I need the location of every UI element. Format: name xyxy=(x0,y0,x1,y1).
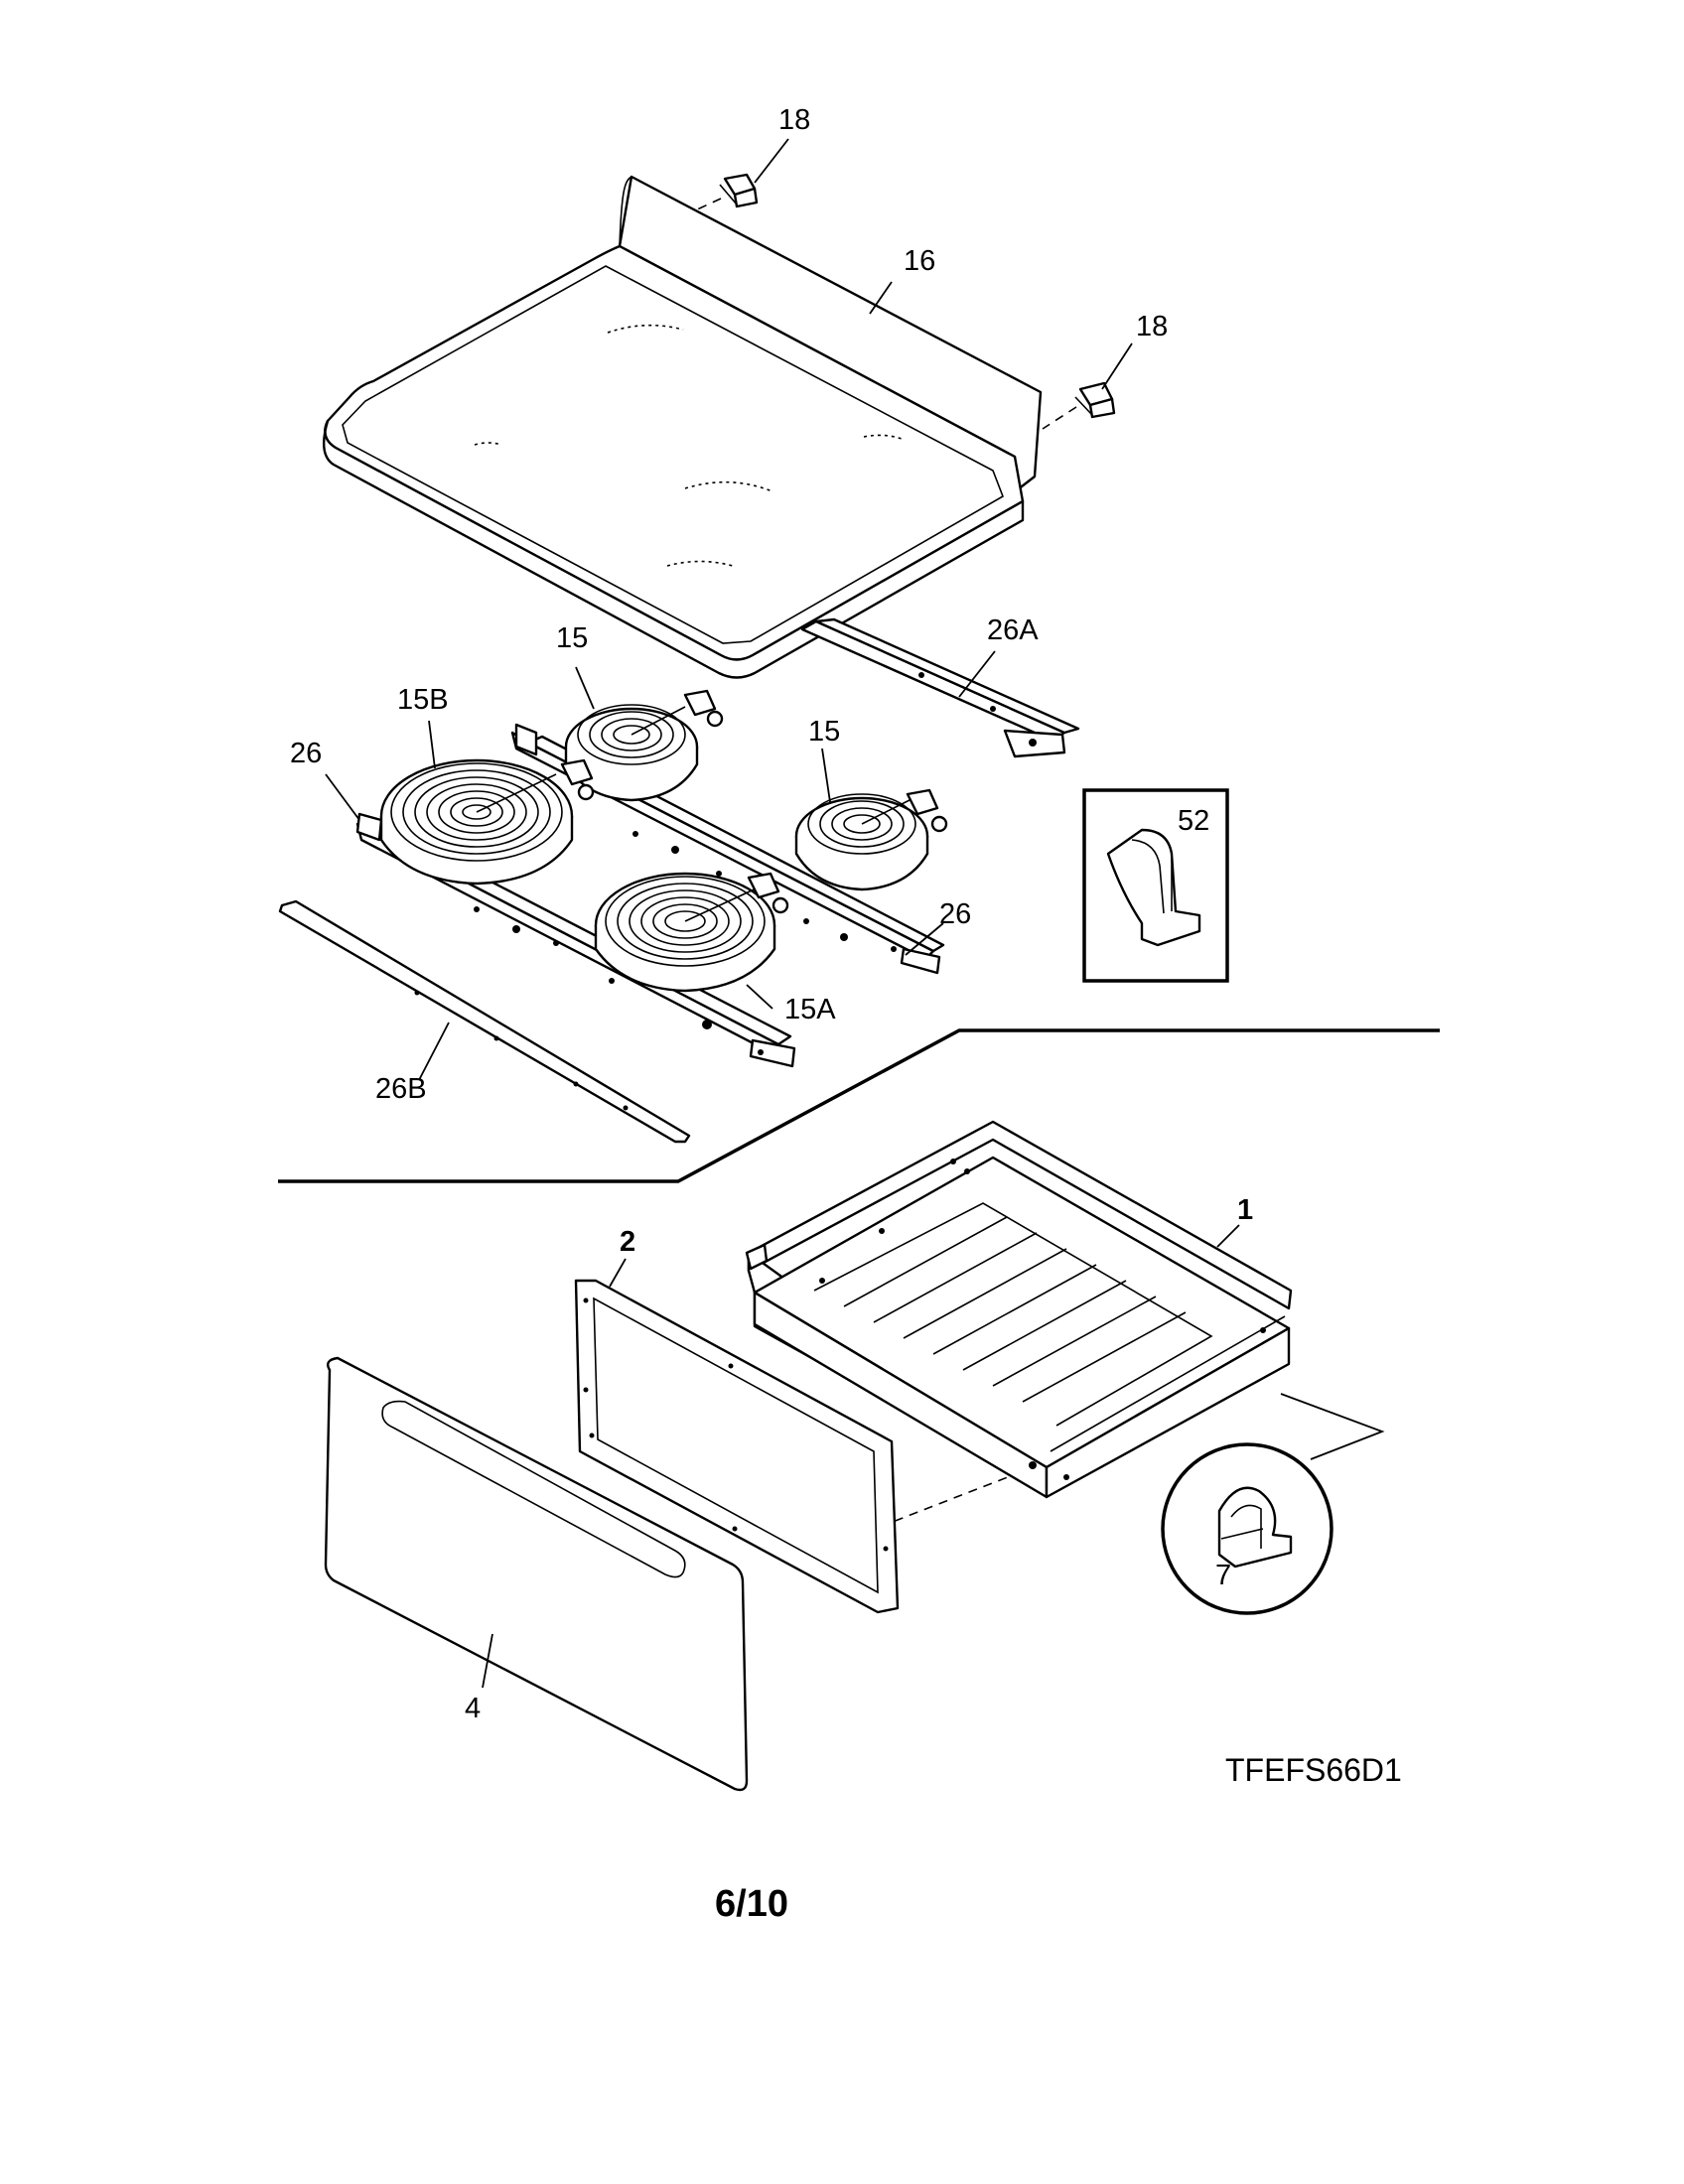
storage-drawer-box xyxy=(745,1120,1293,1499)
inset-box-clip xyxy=(1082,788,1229,983)
callout-18-top: 18 xyxy=(778,104,810,136)
small-element-right xyxy=(794,788,948,891)
small-element-rear-left xyxy=(564,689,724,802)
cooktop-glass-top xyxy=(322,175,1043,679)
leader-lines xyxy=(325,138,1240,1689)
hinge-bracket-right xyxy=(1042,381,1116,430)
callout-26B: 26B xyxy=(375,1073,427,1105)
drawer-inner-panel xyxy=(574,1279,900,1614)
callout-26-left: 26 xyxy=(290,738,322,769)
callout-15A: 15A xyxy=(784,994,836,1025)
hinge-bracket-top xyxy=(694,173,759,211)
large-element-front xyxy=(594,872,789,993)
model-code: TFEFS66D1 xyxy=(1225,1752,1402,1788)
rear-support-channel xyxy=(800,617,1080,758)
callout-2: 2 xyxy=(620,1226,635,1258)
callout-15-right: 15 xyxy=(808,716,840,748)
front-trim-strip xyxy=(278,899,691,1144)
large-element-left xyxy=(379,758,595,886)
callout-15B: 15B xyxy=(397,684,449,716)
callout-16: 16 xyxy=(904,245,935,277)
callout-7: 7 xyxy=(1215,1560,1231,1591)
drawer-front-panel xyxy=(324,1356,749,1792)
section-divider xyxy=(278,1028,1440,1183)
callout-26-right: 26 xyxy=(939,898,971,930)
callout-1: 1 xyxy=(1237,1194,1253,1226)
callout-26A: 26A xyxy=(987,614,1039,646)
callout-52: 52 xyxy=(1178,805,1209,837)
inset-circle-clip xyxy=(1161,1393,1385,1615)
callout-4: 4 xyxy=(465,1693,481,1724)
callout-15-rear: 15 xyxy=(556,622,588,654)
callout-18-right: 18 xyxy=(1136,311,1168,342)
page-number: 6/10 xyxy=(715,1883,788,1925)
